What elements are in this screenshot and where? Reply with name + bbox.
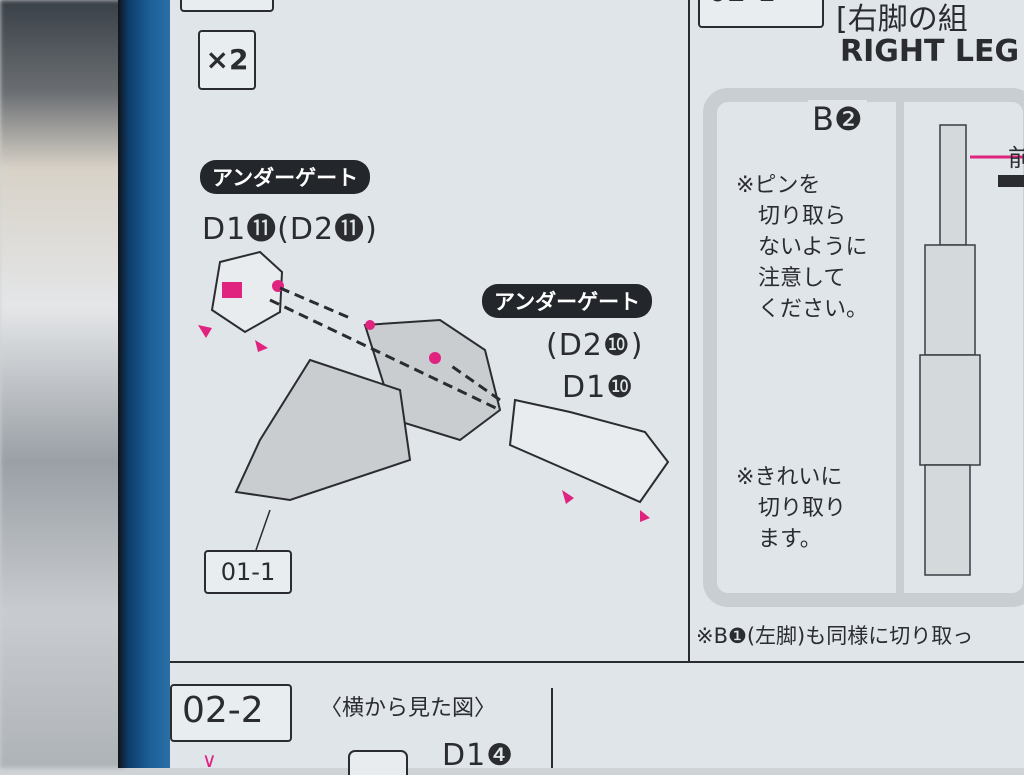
note-pin: ※ピンを 切り取ら ないように 注意して ください。 (736, 170, 869, 325)
step-number-box: 02-1 (698, 0, 824, 28)
gate-marker: ∨ (202, 748, 217, 772)
arrow-marker (998, 175, 1024, 187)
part-ref: (D2❿) (546, 328, 644, 363)
assembly-illustration (198, 250, 670, 551)
divider-horizontal (170, 661, 1024, 663)
footer-note: ※B❶(左脚)も同様に切り取っ (696, 624, 974, 648)
runner-illustration (703, 88, 1024, 607)
note-line: ないように (758, 235, 868, 260)
undergate-label: アンダーゲート (482, 284, 653, 318)
note-line: 切り取ら (758, 204, 847, 229)
manual-page: ×2 アンダーゲート D1⓫(D2⓫) アンダーゲート (D2❿) D1❿ 01… (170, 0, 1024, 775)
step-number: 02-1 (708, 0, 776, 9)
side-label: 前 (1008, 144, 1024, 172)
quantity-badge: ×2 (198, 30, 256, 90)
assembly-arrows (269, 286, 501, 412)
side-view-caption: 〈横から見た図〉 (320, 696, 497, 721)
part-cap-left (210, 250, 284, 334)
leg-parts (919, 124, 981, 576)
part-ref: D1❿ (562, 370, 635, 405)
note-line: 切り取り (758, 496, 847, 521)
manual-edge-strip (118, 0, 170, 768)
part-sketch (348, 750, 408, 775)
divider-vertical (688, 0, 690, 662)
divider-bottom (551, 688, 553, 768)
runner-label: B❷ (808, 100, 867, 138)
part-ref: D1❹ (442, 738, 515, 773)
note-line: ※ピンを (736, 173, 821, 198)
top-step-box (180, 0, 274, 12)
part-cap-right (508, 398, 670, 504)
leg-armor (234, 318, 502, 502)
gate-markers (198, 325, 650, 522)
note-line: ます。 (758, 527, 822, 552)
note-line: ※きれいに (736, 465, 843, 490)
step-number: 02-2 (182, 690, 264, 731)
step-ref-box: 01-1 (204, 550, 292, 594)
step-number-box: 02-2 (170, 684, 292, 742)
section-title-jp: [右脚の組 (836, 2, 968, 37)
pin-magenta (222, 282, 242, 298)
note-line: 注意して (758, 266, 846, 291)
note-line: ください。 (758, 297, 869, 322)
undergate-label: アンダーゲート (200, 160, 371, 194)
part-ref: D1⓫(D2⓫) (202, 212, 378, 247)
note-clean-cut: ※きれいに 切り取り ます。 (736, 462, 847, 555)
blurred-background (0, 0, 125, 768)
section-title-en: RIGHT LEG (840, 34, 1020, 69)
